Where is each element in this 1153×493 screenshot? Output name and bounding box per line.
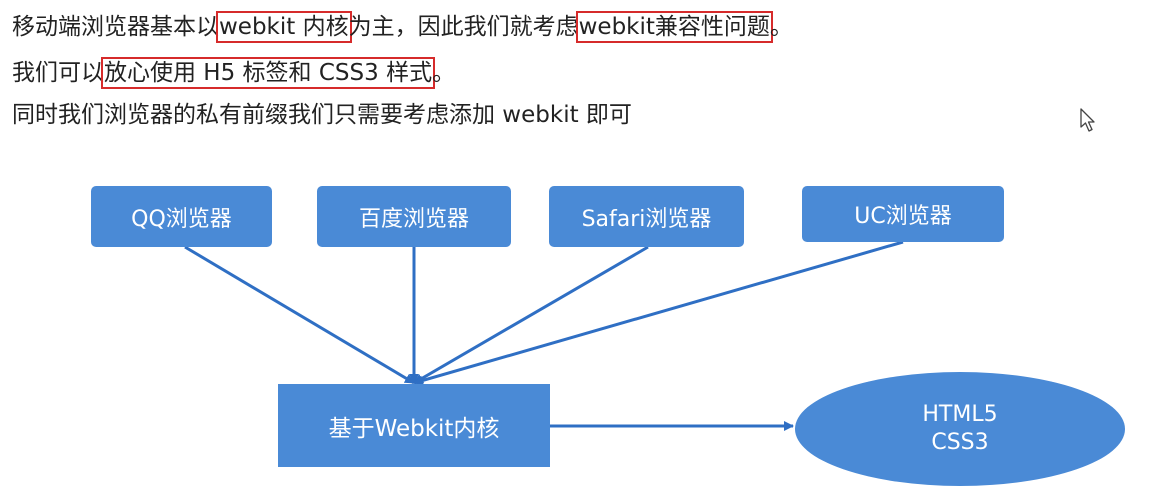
node-uc-browser: UC浏览器 [802, 186, 1004, 242]
node-qq-browser: QQ浏览器 [91, 186, 272, 247]
text-line-1-middle: 为主，因此我们就考虑 [348, 14, 579, 40]
highlight-webkit-core: webkit 内核 [216, 11, 352, 43]
node-html5-css3: HTML5 CSS3 [795, 372, 1125, 486]
text-line-1-start: 移动端浏览器基本以 [12, 14, 219, 40]
highlight-h5-css3: 放心使用 H5 标签和 CSS3 样式 [100, 57, 436, 89]
mouse-cursor-icon [1080, 108, 1095, 132]
arrow-uc-to-core [413, 240, 904, 386]
text-line-1: 移动端浏览器基本以webkit 内核为主，因此我们就考虑webkit兼容性问题。 [12, 11, 793, 43]
text-line-1-end: 。 [769, 14, 793, 40]
text-line-2-end: 。 [432, 60, 456, 86]
node-baidu-browser: 百度浏览器 [317, 186, 511, 247]
node-webkit-core: 基于Webkit内核 [278, 384, 550, 467]
node-safari-browser: Safari浏览器 [549, 186, 744, 247]
highlight-webkit-compat: webkit兼容性问题 [575, 11, 773, 43]
arrow-safari-to-core [413, 245, 649, 385]
node-html5-label: HTML5 [922, 402, 998, 427]
text-line-2: 我们可以放心使用 H5 标签和 CSS3 样式。 [12, 57, 456, 89]
text-line-2-start: 我们可以 [12, 60, 104, 86]
text-line-3: 同时我们浏览器的私有前缀我们只需要考虑添加 webkit 即可 [12, 102, 632, 128]
node-css3-label: CSS3 [931, 430, 989, 455]
arrow-qq-to-core [184, 245, 415, 385]
